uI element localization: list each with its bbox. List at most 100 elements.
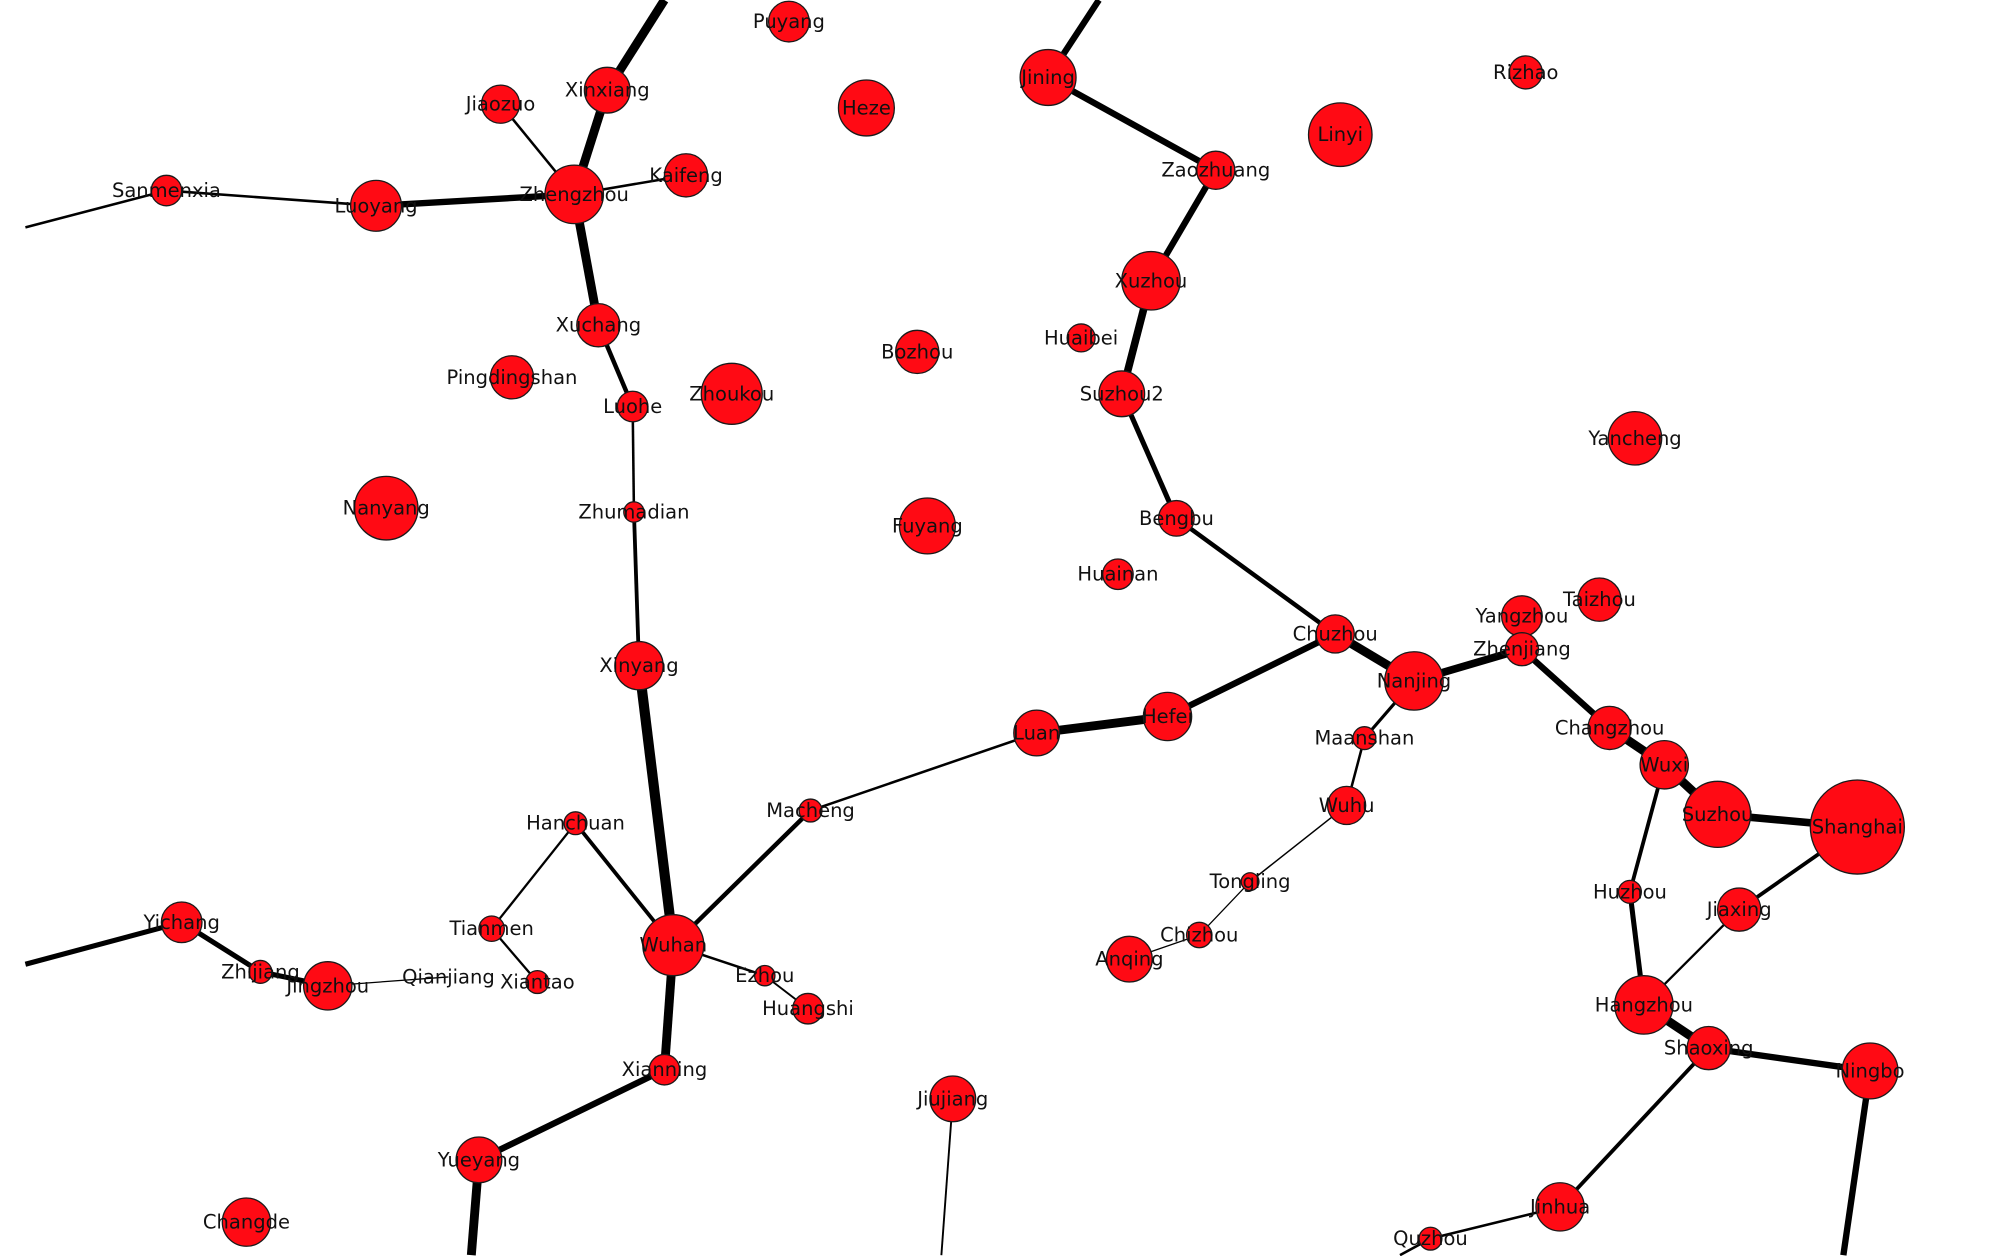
edge-xinyang-wuhan xyxy=(633,665,679,946)
edge-offscreen-4 xyxy=(940,1098,954,1256)
node-wuhu xyxy=(1326,785,1367,826)
node-ningbo xyxy=(1841,1042,1899,1100)
node-tianmen xyxy=(478,915,506,943)
nodes-layer xyxy=(150,0,1905,1251)
label-xinxiang: Xinxiang xyxy=(565,79,650,102)
node-jiaxing xyxy=(1716,887,1762,932)
node-hangzhou xyxy=(1614,975,1674,1035)
label-fuyang: Fuyang xyxy=(892,514,963,537)
node-suzhou2 xyxy=(1098,370,1146,418)
node-pingdingshan xyxy=(489,355,535,400)
label-bozhou: Bozhou xyxy=(881,340,953,363)
node-hanchuan xyxy=(563,811,588,836)
label-chuzhou: Chuzhou xyxy=(1293,622,1378,645)
node-macheng xyxy=(798,798,823,823)
edges-layer xyxy=(24,0,1874,1256)
node-luan xyxy=(1013,709,1061,757)
edge-xianning-yueyang xyxy=(477,1066,666,1163)
label-jiujiang: Jiujiang xyxy=(915,1087,988,1110)
node-jiaozuo xyxy=(480,84,521,124)
node-luoyang xyxy=(349,179,403,232)
node-wuxi xyxy=(1639,739,1690,790)
label-luoyang: Luoyang xyxy=(335,194,418,217)
node-xinxiang xyxy=(583,66,631,114)
node-puyang xyxy=(767,0,810,43)
label-xuzhou: Xuzhou xyxy=(1115,269,1188,292)
label-hefei: Hefei xyxy=(1142,705,1193,728)
node-xuzhou xyxy=(1121,250,1181,311)
node-huzhou xyxy=(1617,879,1643,904)
label-rizhao: Rizhao xyxy=(1493,61,1558,84)
node-xuchang xyxy=(576,302,621,348)
label-nanyang: Nanyang xyxy=(343,497,430,520)
label-maanshan: Maanshan xyxy=(1314,727,1414,750)
edge-luohe-zhumadian xyxy=(631,406,636,512)
label-huaibei: Huaibei xyxy=(1044,326,1118,349)
label-zaozhuang: Zaozhuang xyxy=(1161,159,1270,182)
node-xiantao xyxy=(525,969,550,995)
label-wuhan: Wuhan xyxy=(640,934,708,957)
label-jining: Jining xyxy=(1019,66,1075,89)
label-yancheng: Yancheng xyxy=(1587,427,1681,450)
edge-bengbu-chuzhou xyxy=(1175,516,1337,636)
node-yancheng xyxy=(1607,410,1663,466)
node-zaozhuang xyxy=(1196,150,1236,190)
label-macheng: Macheng xyxy=(766,799,855,822)
label-zhengzhou: Zhengzhou xyxy=(520,183,629,206)
label-tianmen: Tianmen xyxy=(448,917,533,940)
label-qianjiang: Qianjiang xyxy=(402,965,495,988)
label-huangshi: Huangshi xyxy=(762,997,854,1020)
node-huainan xyxy=(1102,558,1134,591)
label-jingzhou: Jingzhou xyxy=(284,974,369,997)
label-wuhu: Wuhu xyxy=(1319,794,1375,817)
label-shaoxing: Shaoxing xyxy=(1664,1037,1754,1060)
label-hanchuan: Hanchuan xyxy=(526,812,625,835)
label-yichang: Yichang xyxy=(142,911,219,934)
node-kaifeng xyxy=(663,153,709,198)
node-sanmenxia xyxy=(150,174,183,207)
label-shanghai: Shanghai xyxy=(1812,816,1903,839)
edge-offscreen-0 xyxy=(25,189,167,229)
node-huaibei xyxy=(1066,323,1096,353)
label-yangzhou: Yangzhou xyxy=(1475,605,1569,628)
node-yueyang xyxy=(455,1136,503,1184)
node-jingzhou xyxy=(302,961,353,1011)
label-heze: Heze xyxy=(842,96,891,119)
node-ezhou xyxy=(753,964,776,987)
label-ezhou: Ezhou xyxy=(735,964,794,987)
edge-sanmenxia-luoyang xyxy=(166,189,377,208)
label-xinyang: Xinyang xyxy=(599,654,678,677)
label-hangzhou: Hangzhou xyxy=(1595,993,1693,1016)
node-hefei xyxy=(1142,691,1193,742)
label-ningbo: Ningbo xyxy=(1836,1059,1905,1082)
label-bengbu: Bengbu xyxy=(1139,507,1214,530)
label-kaifeng: Kaifeng xyxy=(649,164,722,187)
node-xinyang xyxy=(614,640,664,691)
edge-luan-macheng xyxy=(810,731,1038,812)
label-anqing: Anqing xyxy=(1095,948,1163,971)
node-bengbu xyxy=(1157,499,1195,537)
edge-offscreen-3 xyxy=(24,919,183,967)
node-suzhou xyxy=(1683,780,1752,849)
node-jining xyxy=(1019,48,1077,107)
node-taizhou xyxy=(1577,577,1622,622)
label-changde: Changde xyxy=(203,1211,290,1234)
label-suzhou: Suzhou xyxy=(1682,803,1754,826)
label-tongling: Tongling xyxy=(1209,870,1291,893)
node-luohe xyxy=(616,390,649,423)
node-quzhou xyxy=(1418,1226,1443,1251)
label-jiaxing: Jiaxing xyxy=(1705,898,1772,921)
label-linyi: Linyi xyxy=(1317,123,1363,146)
node-zhenjiang xyxy=(1504,632,1540,667)
node-tongling xyxy=(1240,872,1260,892)
node-jinhua xyxy=(1535,1182,1585,1232)
label-zhenjiang: Zhenjiang xyxy=(1473,638,1571,661)
node-fuyang xyxy=(898,497,956,555)
node-chuzhou xyxy=(1315,614,1355,654)
node-xianning xyxy=(648,1053,681,1086)
label-sanmenxia: Sanmenxia xyxy=(112,179,221,202)
edge-chuzhou-hefei xyxy=(1166,631,1337,720)
label-pingdingshan: Pingdingshan xyxy=(447,366,578,389)
node-changzhou xyxy=(1587,705,1632,751)
